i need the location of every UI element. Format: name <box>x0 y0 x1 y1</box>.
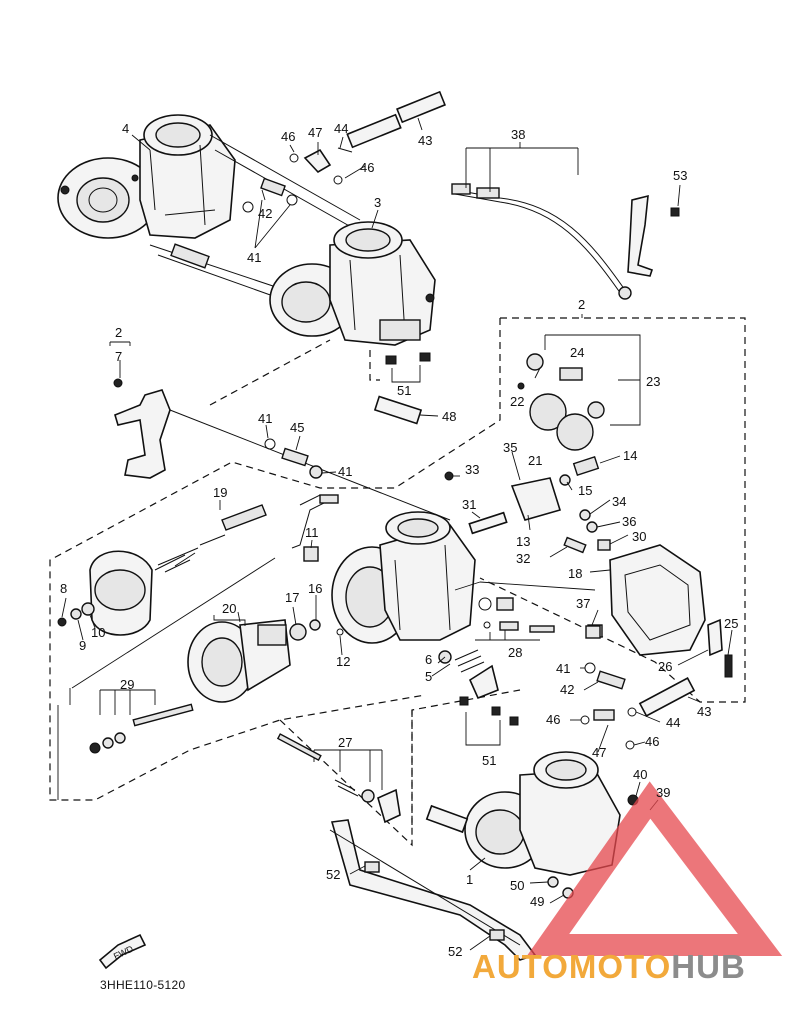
callout-numbers: 4 46 47 44 46 43 38 53 42 3 41 2 2 7 24 … <box>60 121 738 959</box>
callout-53: 53 <box>673 168 687 183</box>
callout-44: 44 <box>666 715 680 730</box>
callout-5: 5 <box>425 669 432 684</box>
diaphragm-cover-group <box>57 500 276 800</box>
callout-46: 46 <box>281 129 295 144</box>
callout-30: 30 <box>632 529 646 544</box>
lower-right-fuel-parts <box>580 625 696 750</box>
carburetor-body-main <box>291 494 476 644</box>
bracket-38-leaders <box>465 142 579 192</box>
callout-17: 17 <box>285 590 299 605</box>
callout-12: 12 <box>336 654 350 669</box>
float-valve-parts <box>517 334 641 451</box>
callout-49: 49 <box>530 894 544 909</box>
callout-11: 11 <box>305 525 319 540</box>
bracket-51-lower <box>459 696 519 746</box>
callout-43: 43 <box>697 704 711 719</box>
callout-47: 47 <box>308 125 322 140</box>
callout-41: 41 <box>247 250 261 265</box>
callout-29: 29 <box>120 677 134 692</box>
callout-28: 28 <box>508 645 522 660</box>
callout-33: 33 <box>465 462 479 477</box>
callout-46: 46 <box>645 734 659 749</box>
float-chamber-18 <box>587 544 733 678</box>
callout-43: 43 <box>418 133 432 148</box>
callout-36: 36 <box>622 514 636 529</box>
callout-25: 25 <box>724 616 738 631</box>
bracket-7 <box>109 341 451 521</box>
fwd-arrow-icon: FWD <box>98 933 147 970</box>
callout-22: 22 <box>510 394 524 409</box>
callout-52: 52 <box>448 944 462 959</box>
parts-16-17 <box>289 619 344 641</box>
callout-2: 2 <box>115 325 122 340</box>
callout-44: 44 <box>334 121 348 136</box>
choke-parts <box>444 456 611 554</box>
callout-31: 31 <box>462 497 476 512</box>
callout-7: 7 <box>115 349 122 364</box>
callout-34: 34 <box>612 494 626 509</box>
watermark-text: AUTOMOTOHUB <box>472 948 746 986</box>
callout-35: 35 <box>503 440 517 455</box>
fuel-hoses-top <box>289 90 446 185</box>
callout-32: 32 <box>516 551 530 566</box>
throttle-cable-38 <box>451 183 680 300</box>
jet-parts-28 <box>438 597 555 700</box>
callout-50: 50 <box>510 878 524 893</box>
callout-41: 41 <box>556 661 570 676</box>
watermark-logo <box>526 781 783 956</box>
callout-19: 19 <box>213 485 227 500</box>
carburetor-3 <box>269 221 436 346</box>
callout-18: 18 <box>568 566 582 581</box>
callout-2: 2 <box>578 297 585 312</box>
carburetor-4 <box>57 114 236 239</box>
carburetor-1 <box>425 751 639 899</box>
callout-42: 42 <box>560 682 574 697</box>
callout-14: 14 <box>623 448 637 463</box>
pilot-screw-group-27 <box>276 733 401 824</box>
callout-20: 20 <box>222 601 236 616</box>
callout-39: 39 <box>656 785 670 800</box>
watermark-text-part1: AUTOMOTO <box>472 948 672 985</box>
callout-45: 45 <box>290 420 304 435</box>
hose-48 <box>369 350 431 425</box>
callout-21: 21 <box>528 453 542 468</box>
callout-41: 41 <box>258 411 272 426</box>
callout-13: 13 <box>516 534 530 549</box>
callout-8: 8 <box>60 581 67 596</box>
callout-9: 9 <box>79 638 86 653</box>
callout-1: 1 <box>466 872 473 887</box>
callout-51: 51 <box>397 383 411 398</box>
callout-52: 52 <box>326 867 340 882</box>
joint-pipes-top <box>242 177 298 213</box>
callout-27: 27 <box>338 735 352 750</box>
callout-10: 10 <box>91 625 105 640</box>
callout-38: 38 <box>511 127 525 142</box>
callout-4: 4 <box>122 121 129 136</box>
callout-51: 51 <box>482 753 496 768</box>
callout-40: 40 <box>633 767 647 782</box>
callout-41: 41 <box>338 464 352 479</box>
callout-46: 46 <box>360 160 374 175</box>
piston-valve-20 <box>187 615 291 703</box>
callout-26: 26 <box>658 659 672 674</box>
drawing-code: 3HHE110-5120 <box>100 978 186 992</box>
callout-46: 46 <box>546 712 560 727</box>
callout-15: 15 <box>578 483 592 498</box>
callout-37: 37 <box>576 596 590 611</box>
callout-48: 48 <box>442 409 456 424</box>
joint-pipe-45 <box>264 438 323 479</box>
callout-6: 6 <box>425 652 432 667</box>
callout-24: 24 <box>570 345 584 360</box>
callout-23: 23 <box>646 374 660 389</box>
dashed-group-boundaries <box>49 317 746 847</box>
watermark-text-part2: HUB <box>671 948 746 985</box>
callout-3: 3 <box>374 195 381 210</box>
jet-group-29 <box>89 689 194 754</box>
callout-47: 47 <box>592 745 606 760</box>
callout-16: 16 <box>308 581 322 596</box>
callout-42: 42 <box>258 206 272 221</box>
